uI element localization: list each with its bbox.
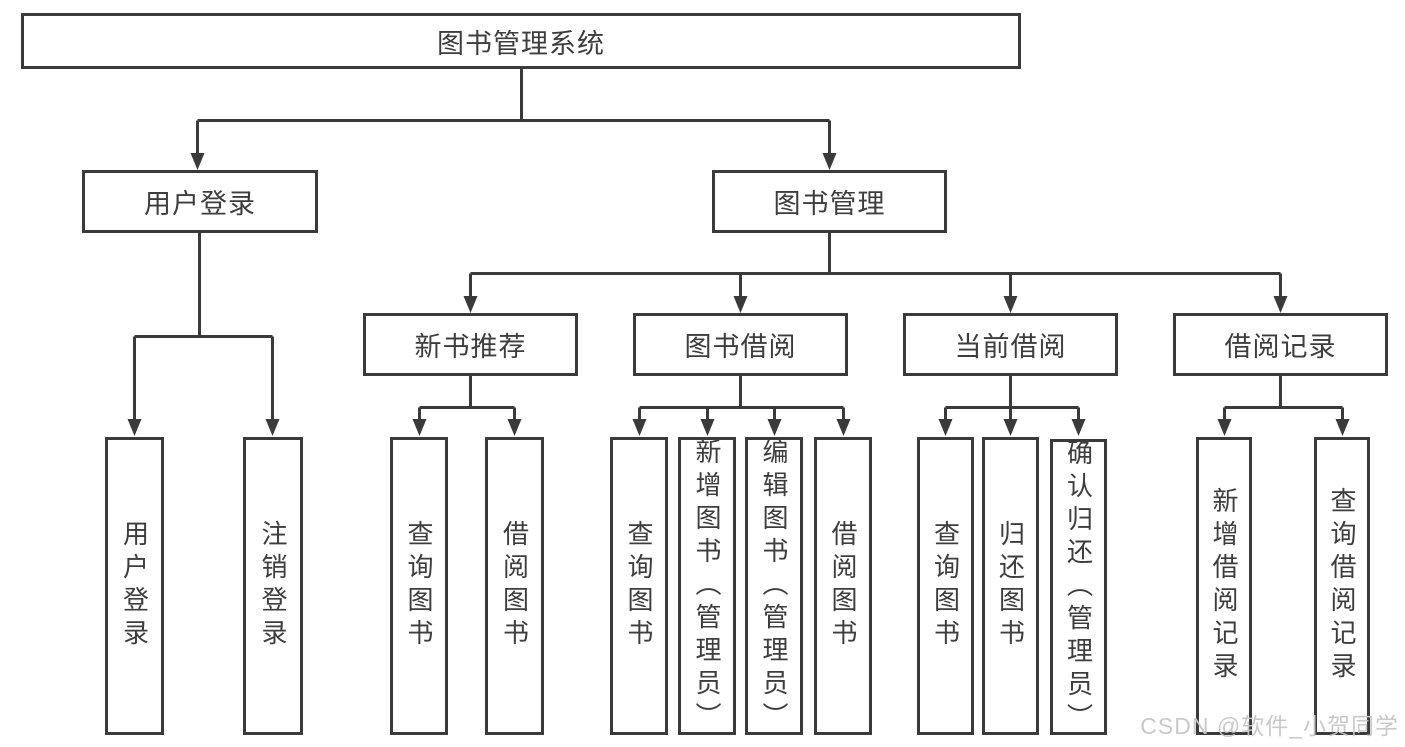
node-leaf-borrow-book-borrow: 借阅图书 (814, 437, 872, 735)
node-leaf-add-book-admin: 新增图书（管理员） (678, 437, 736, 735)
arrowhead-icon (463, 296, 478, 313)
node-leaf-query-book-rec: 查询图书 (390, 437, 448, 735)
connector-root-to-level1 (190, 69, 837, 170)
node-leaf-query-book-borrow: 查询图书 (610, 437, 668, 735)
node-leaf-edit-book-admin: 编辑图书（管理员） (745, 437, 803, 735)
arrowhead-icon (1003, 296, 1018, 313)
connector-line (133, 233, 274, 420)
arrowhead-icon (938, 419, 953, 436)
node-label: 借阅记录 (1224, 332, 1337, 362)
node-label: 新书推荐 (414, 332, 527, 362)
node-leaf-return-book: 归还图书 (982, 437, 1039, 735)
node-label: 查询借阅记录 (1327, 487, 1357, 685)
arrowhead-icon (1003, 419, 1018, 436)
connector-line (638, 376, 845, 420)
node-leaf-query-book-current: 查询图书 (917, 437, 974, 735)
arrowhead-icon (127, 419, 142, 436)
node-label: 新增借阅记录 (1209, 487, 1239, 685)
node-label: 查询图书 (404, 520, 434, 652)
node-label: 借阅图书 (828, 520, 858, 652)
node-label: 查询图书 (930, 520, 961, 652)
arrowhead-icon (1071, 419, 1086, 436)
node-label: 图书管理系统 (437, 28, 605, 59)
node-book-mgmt: 图书管理 (712, 170, 947, 233)
node-label: 编辑图书（管理员） (759, 437, 789, 735)
arrowhead-icon (767, 419, 782, 436)
node-leaf-logout: 注销登录 (243, 437, 303, 735)
node-leaf-borrow-book-rec: 借阅图书 (485, 437, 544, 735)
arrowhead-icon (632, 419, 647, 436)
node-book-borrow: 图书借阅 (633, 313, 848, 376)
arrowhead-icon (265, 419, 280, 436)
node-label: 注销登录 (258, 520, 288, 652)
node-leaf-confirm-return-admin: 确认归还（管理员） (1050, 438, 1107, 736)
connector-line (1223, 376, 1344, 420)
connector-new-book-rec-to-leaves (412, 376, 522, 436)
node-current-borrow: 当前借阅 (903, 313, 1118, 376)
node-label: 图书管理 (773, 189, 886, 219)
connector-book-borrow-to-leaves (632, 376, 851, 436)
csdn-watermark: CSDN @软件_小贺同学 (1140, 713, 1399, 739)
connector-current-borrow-to-leaves (938, 376, 1086, 436)
connector-user-login-to-leaves (127, 233, 280, 436)
connector-line (196, 69, 831, 154)
arrowhead-icon (836, 419, 851, 436)
node-leaf-add-borrow-record: 新增借阅记录 (1196, 437, 1252, 735)
node-label: 用户登录 (144, 189, 256, 219)
connector-line (944, 376, 1080, 420)
node-root-system: 图书管理系统 (21, 13, 1021, 69)
arrowhead-icon (190, 153, 205, 170)
node-label: 归还图书 (995, 520, 1026, 652)
arrowhead-icon (822, 153, 837, 170)
arrowhead-icon (1273, 296, 1288, 313)
connector-line (469, 233, 1282, 297)
node-label: 确认归还（管理员） (1063, 438, 1094, 736)
arrowhead-icon (1217, 419, 1232, 436)
connector-book-mgmt-to-level2 (463, 233, 1288, 313)
arrowhead-icon (507, 419, 522, 436)
arrowhead-icon (1335, 419, 1350, 436)
node-label: 当前借阅 (954, 332, 1067, 362)
node-label: 图书借阅 (684, 332, 797, 362)
node-leaf-query-borrow-record: 查询借阅记录 (1314, 437, 1370, 735)
node-label: 借阅图书 (499, 520, 530, 652)
node-new-book-rec: 新书推荐 (363, 313, 578, 376)
node-user-login: 用户登录 (82, 170, 318, 233)
arrowhead-icon (412, 419, 427, 436)
node-leaf-user-login: 用户登录 (105, 437, 164, 735)
node-label: 查询图书 (624, 520, 654, 652)
connector-borrow-records-to-leaves (1217, 376, 1350, 436)
arrowhead-icon (733, 296, 748, 313)
node-label: 新增图书（管理员） (692, 437, 722, 735)
node-label: 用户登录 (119, 520, 150, 652)
node-borrow-records: 借阅记录 (1173, 313, 1388, 376)
connector-line (418, 376, 516, 420)
arrowhead-icon (700, 419, 715, 436)
